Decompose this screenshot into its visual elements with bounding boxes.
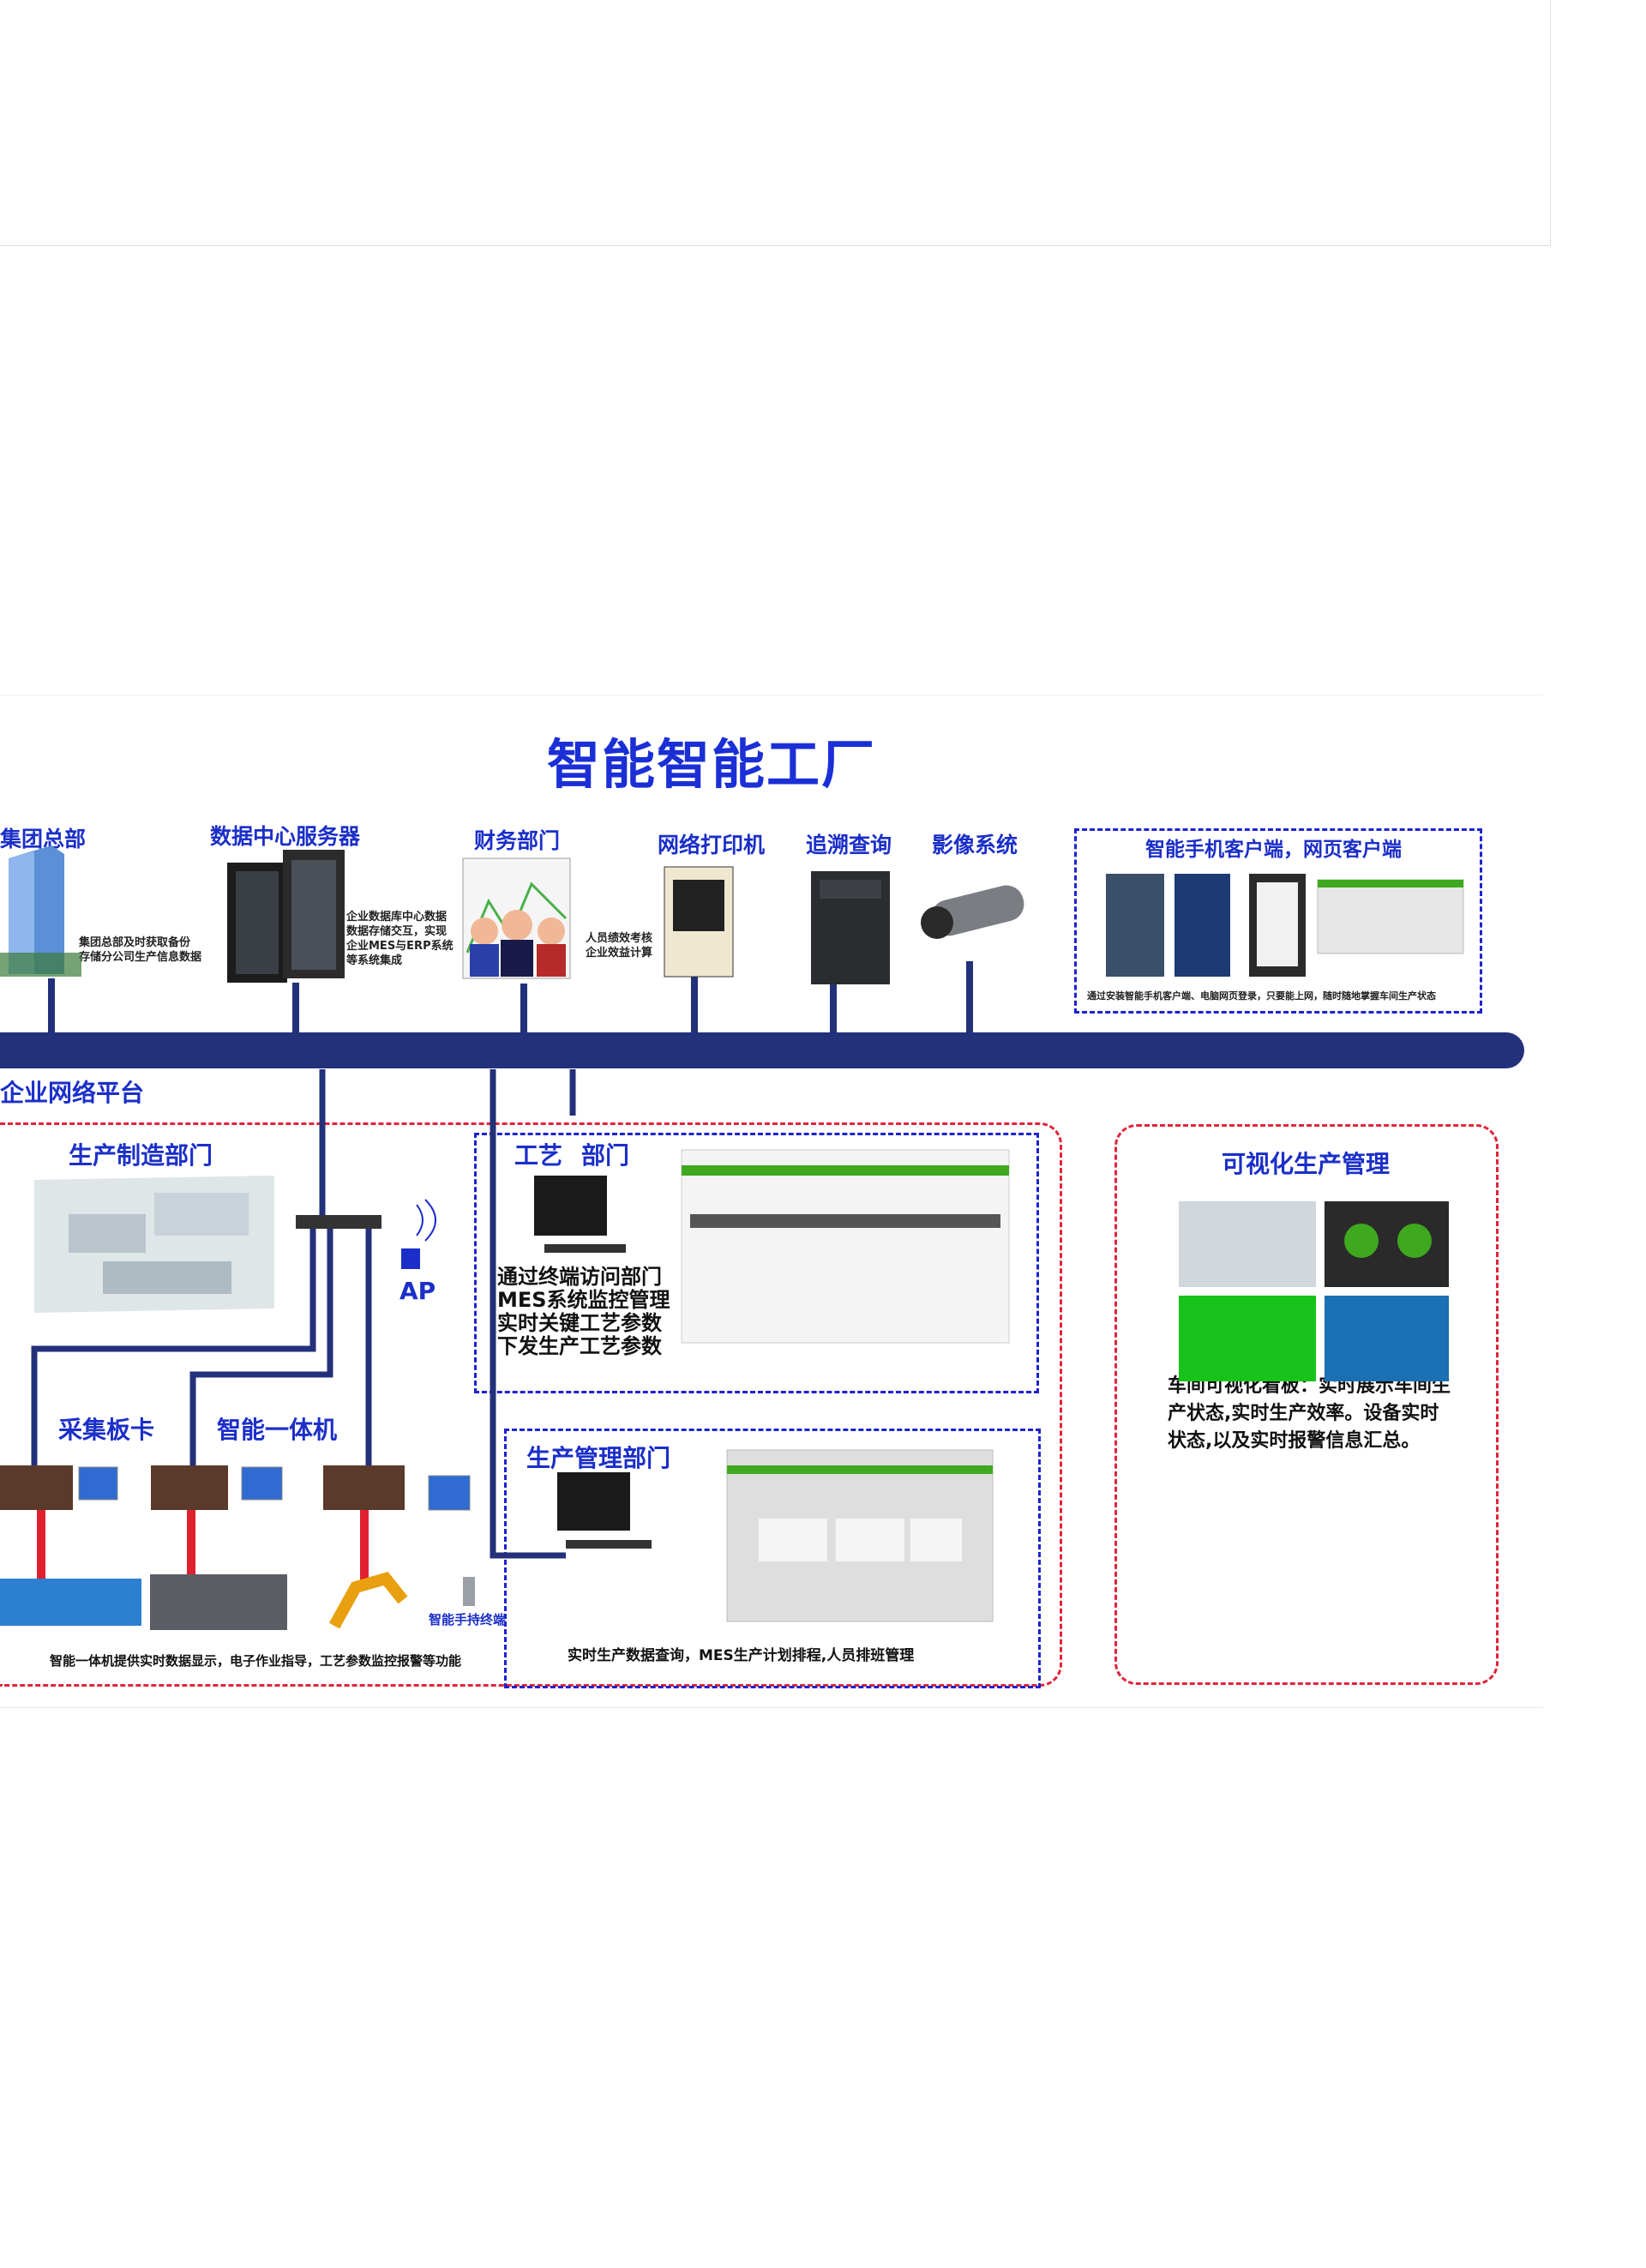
desktop-icon xyxy=(534,1176,652,1549)
building-icon xyxy=(0,845,81,977)
blank-card xyxy=(0,0,1551,246)
label-visual: 可视化生产管理 xyxy=(1222,1150,1391,1178)
camera-icon xyxy=(921,885,1024,939)
label-management: 生产管理部门 xyxy=(526,1444,671,1472)
server-rack-icon xyxy=(227,850,345,983)
management-desc: 实时生产数据查询，MES生产计划排程,人员排班管理 xyxy=(568,1647,915,1664)
red-links xyxy=(37,1510,369,1585)
ap-icon xyxy=(401,1199,436,1269)
phone-icon xyxy=(1106,874,1464,977)
platform-label: 企业网络平台 xyxy=(0,1079,145,1107)
robot-arm-icon xyxy=(328,1571,408,1629)
network-bus xyxy=(0,1032,1524,1068)
link-datacenter xyxy=(292,983,299,1036)
note-hq: 集团总部及时获取备份 存储分公司生产信息数据 xyxy=(79,936,202,964)
link-finance xyxy=(520,984,527,1035)
link-trace xyxy=(830,983,837,1036)
label-process-a: 工艺 xyxy=(514,1141,563,1170)
process-screen xyxy=(681,1149,1010,1344)
diagram-title: 智能智能工厂 xyxy=(546,733,876,796)
lathe-icon xyxy=(150,1574,287,1630)
process-box xyxy=(474,1133,1039,1393)
monitor-icon xyxy=(78,1466,471,1511)
link-hq xyxy=(48,978,55,1035)
manufacturing-footer: 智能一体机提供实时数据显示，电子作业指导，工艺参数监控报警等功能 xyxy=(50,1653,462,1669)
people-icon xyxy=(462,857,571,979)
printer-icon xyxy=(664,866,734,978)
label-video: 影像系统 xyxy=(932,833,1018,857)
label-card: 采集板卡 xyxy=(58,1416,155,1444)
note-finance: 人员绩效考核 企业效益计算 xyxy=(586,932,653,960)
management-screen xyxy=(726,1449,994,1622)
label-printer: 网络打印机 xyxy=(658,833,766,857)
diagram-graphics xyxy=(0,845,1464,1630)
dashboard-icon xyxy=(1179,1201,1449,1381)
handheld-icon xyxy=(463,1577,475,1606)
note-datacenter: 企业数据库中心数据 数据存储交互，实现 企业MES与ERP系统 等系统集成 xyxy=(346,911,454,967)
smart-factory-diagram: 智能智能工厂 集团总部 数据中心服务器 财务部门 网络打印机 追溯查询 影像系统… xyxy=(0,695,1543,1708)
label-trace: 追溯查询 xyxy=(806,833,892,857)
label-manufacturing: 生产制造部门 xyxy=(69,1141,213,1170)
visual-box xyxy=(1114,1124,1499,1685)
label-process-b: 部门 xyxy=(581,1141,630,1170)
label-mobile: 智能手机客户端，网页客户端 xyxy=(1145,839,1402,861)
board-icon xyxy=(0,1465,405,1510)
label-datacenter: 数据中心服务器 xyxy=(210,824,361,849)
link-printer xyxy=(691,977,698,1035)
label-handheld: 智能手持终端 xyxy=(429,1612,507,1627)
tower-pc-icon xyxy=(811,871,890,984)
label-ap: AP xyxy=(399,1277,436,1305)
label-machine: 智能一体机 xyxy=(217,1416,338,1444)
note-mobile: 通过安装智能手机客户端、电脑网页登录，只要能上网，随时随地掌握车间生产状态 xyxy=(1087,990,1436,1002)
factory-icon xyxy=(34,1176,274,1313)
link-video xyxy=(966,961,973,1035)
process-desc: 通过终端访问部门 MES系统监控管理 实时关键工艺参数 下发生产工艺参数 xyxy=(497,1265,670,1358)
label-finance: 财务部门 xyxy=(474,828,561,853)
label-hq: 集团总部 xyxy=(0,827,87,851)
switch-icon xyxy=(296,1215,381,1229)
mobile-box xyxy=(1074,828,1482,1014)
distribution-lines xyxy=(31,1069,576,1559)
injection-machine-icon xyxy=(0,1579,141,1626)
factory-box xyxy=(0,1122,1062,1687)
